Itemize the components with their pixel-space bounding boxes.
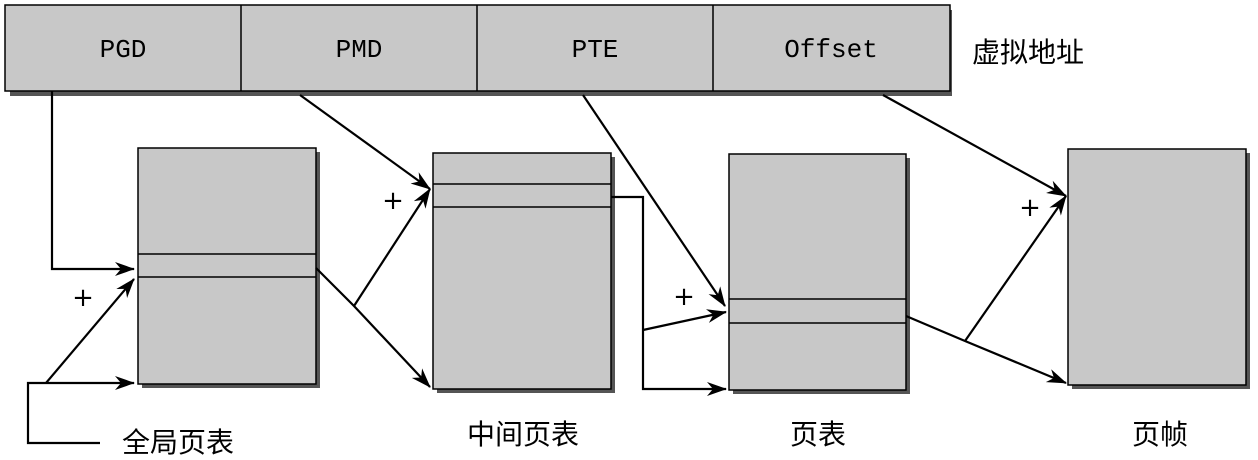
virtual-address-bar: PGD PMD PTE Offset [4, 4, 952, 96]
page-frame [1067, 148, 1250, 389]
virtual-address-label: 虚拟地址 [972, 36, 1084, 69]
global-page-table-label: 全局页表 [122, 426, 234, 459]
plus-sign-middle: + [382, 186, 404, 216]
plus-sign-frame: + [1019, 193, 1041, 223]
page-frame-label: 页帧 [1132, 418, 1188, 451]
middle-page-table [432, 152, 615, 393]
plus-sign-global: + [72, 283, 94, 313]
field-offset: Offset [784, 35, 878, 65]
global-page-table [137, 147, 320, 388]
page-table [728, 153, 910, 394]
plus-sign-page-table: + [673, 282, 695, 312]
middle-page-table-label: 中间页表 [467, 418, 579, 451]
field-pte: PTE [572, 35, 619, 65]
page-table-label: 页表 [790, 418, 846, 451]
field-pmd: PMD [336, 35, 383, 65]
arrows [26, 91, 1067, 445]
field-pgd: PGD [100, 35, 147, 65]
